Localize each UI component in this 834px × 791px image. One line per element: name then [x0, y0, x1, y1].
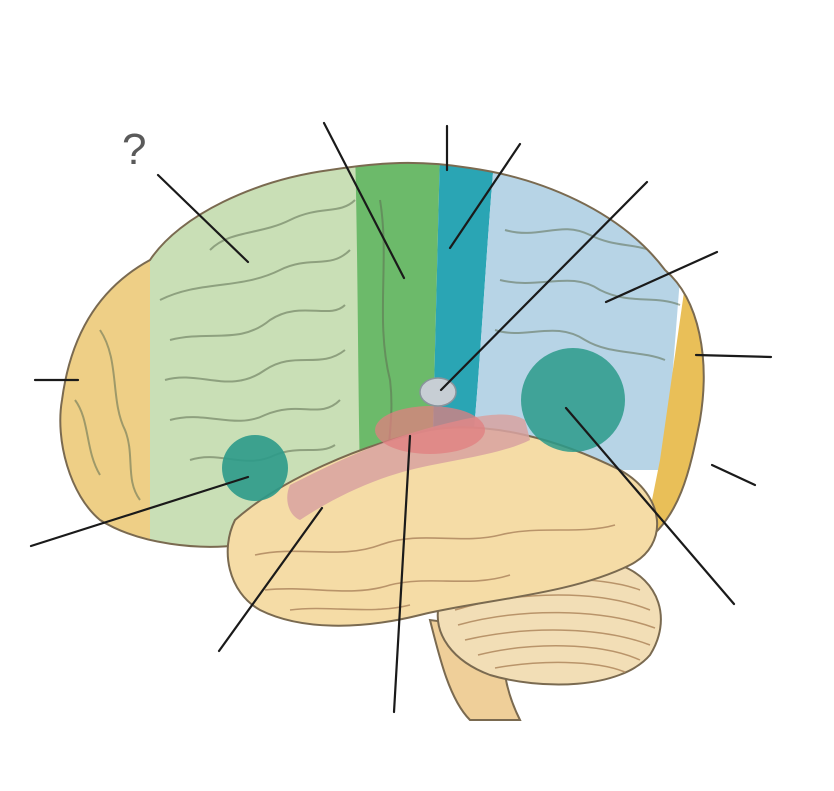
question-mark-label: ?: [122, 125, 147, 174]
leader-line-broca: [29, 475, 250, 548]
leader-line-motor: [322, 121, 406, 280]
leader-line-gustatory: [439, 180, 649, 392]
leader-line-sensory: [448, 142, 522, 250]
leader-line-visual: [710, 463, 757, 487]
broca-area-spot: [222, 435, 288, 501]
leader-line-parietal: [604, 250, 719, 304]
frontal-pole-region: [60, 162, 155, 548]
wernicke-area-spot: [521, 348, 625, 452]
motor-strip-region: [355, 162, 440, 470]
primary-auditory-spot: [375, 406, 485, 454]
leader-line-temporal: [217, 506, 324, 653]
leader-line-wernicke: [564, 406, 736, 606]
leader-line-occipital: [694, 353, 773, 359]
leader-line-auditory: [392, 434, 412, 714]
gustatory-spot: [419, 377, 457, 407]
leader-line-prefrontal: [156, 173, 250, 264]
